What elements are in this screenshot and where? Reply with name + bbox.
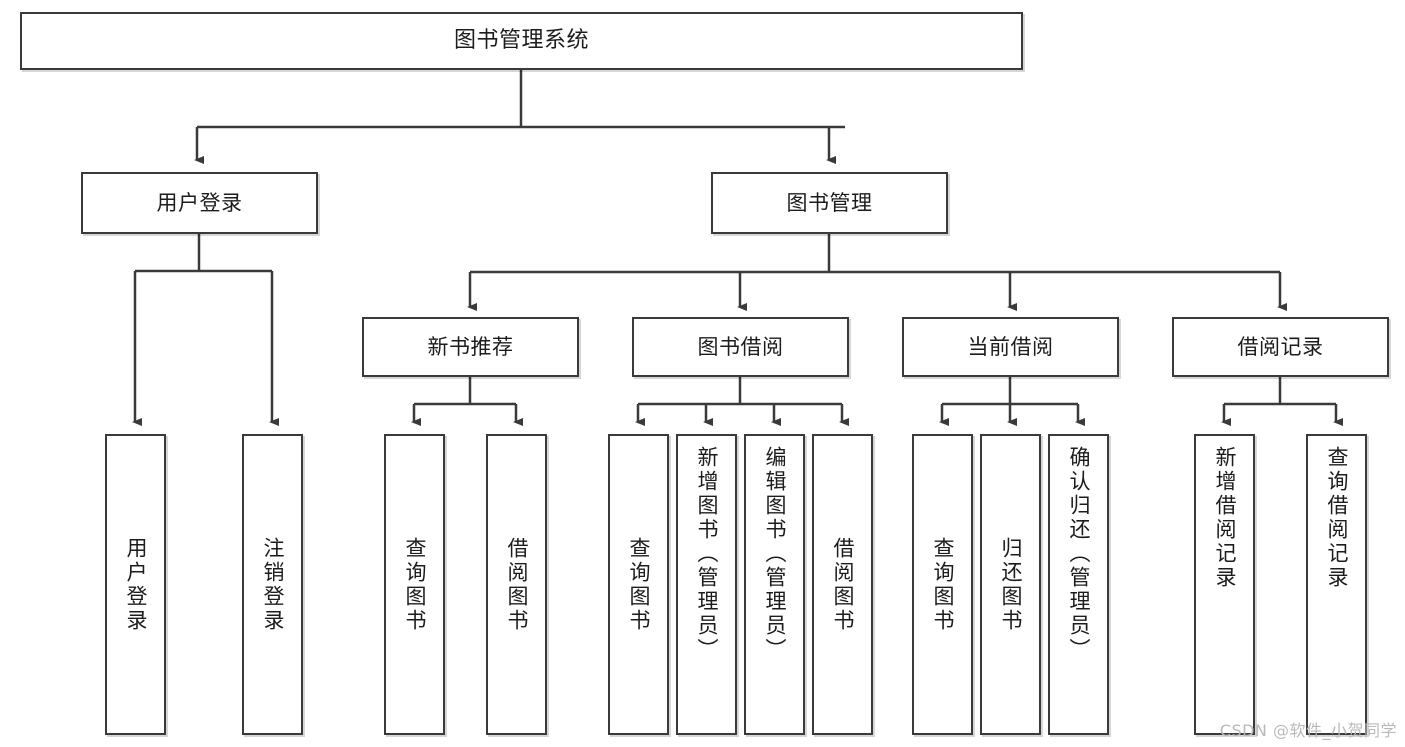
node-label: 用户登录 <box>156 190 243 215</box>
node-label: 图书借阅 <box>697 334 784 359</box>
node-user-login[interactable]: 用户登录 <box>81 172 318 234</box>
node-label: 借阅记录 <box>1237 334 1324 359</box>
node-current-borrow[interactable]: 当前借阅 <box>902 317 1119 377</box>
leaf-borrow-book-2[interactable]: 借阅图书 <box>812 434 873 735</box>
leaf-return-book[interactable]: 归还图书 <box>980 434 1041 735</box>
node-label: 注销登录 <box>261 536 285 633</box>
leaf-add-book[interactable]: 新增图书（管理员） <box>676 434 737 735</box>
node-label: 新书推荐 <box>427 334 514 359</box>
node-book-manage[interactable]: 图书管理 <box>711 172 948 234</box>
leaf-edit-book[interactable]: 编辑图书（管理员） <box>744 434 805 735</box>
leaf-logout[interactable]: 注销登录 <box>242 434 303 735</box>
node-root-book-management-system[interactable]: 图书管理系统 <box>20 12 1023 70</box>
leaf-query-book-3[interactable]: 查询图书 <box>912 434 973 735</box>
node-label: 借阅图书 <box>505 536 529 633</box>
node-label: 新增借阅记录 <box>1213 446 1237 590</box>
leaf-user-login[interactable]: 用户登录 <box>105 434 166 735</box>
node-new-book-recommend[interactable]: 新书推荐 <box>362 317 579 377</box>
watermark-text: CSDN @软件_小贺同学 <box>1219 721 1397 740</box>
node-label: 借阅图书 <box>831 536 855 633</box>
node-label: 查询图书 <box>627 536 651 633</box>
leaf-confirm-return[interactable]: 确认归还（管理员） <box>1048 434 1109 735</box>
node-label: 编辑图书（管理员） <box>763 446 787 662</box>
leaf-borrow-book-1[interactable]: 借阅图书 <box>486 434 547 735</box>
leaf-query-book-2[interactable]: 查询图书 <box>608 434 669 735</box>
node-label: 新增图书（管理员） <box>695 446 719 662</box>
node-label: 用户登录 <box>124 536 148 633</box>
node-borrow-record[interactable]: 借阅记录 <box>1172 317 1389 377</box>
node-label: 当前借阅 <box>967 334 1054 359</box>
leaf-query-book-1[interactable]: 查询图书 <box>384 434 445 735</box>
node-label: 查询图书 <box>931 536 955 633</box>
leaf-query-record[interactable]: 查询借阅记录 <box>1306 434 1367 735</box>
node-label: 查询借阅记录 <box>1325 446 1349 590</box>
node-label: 图书管理 <box>786 190 873 215</box>
node-label: 图书管理系统 <box>453 28 589 54</box>
node-book-borrow[interactable]: 图书借阅 <box>632 317 849 377</box>
node-label: 归还图书 <box>999 536 1023 633</box>
leaf-add-record[interactable]: 新增借阅记录 <box>1194 434 1255 735</box>
node-label: 查询图书 <box>403 536 427 633</box>
node-label: 确认归还（管理员） <box>1067 446 1091 662</box>
